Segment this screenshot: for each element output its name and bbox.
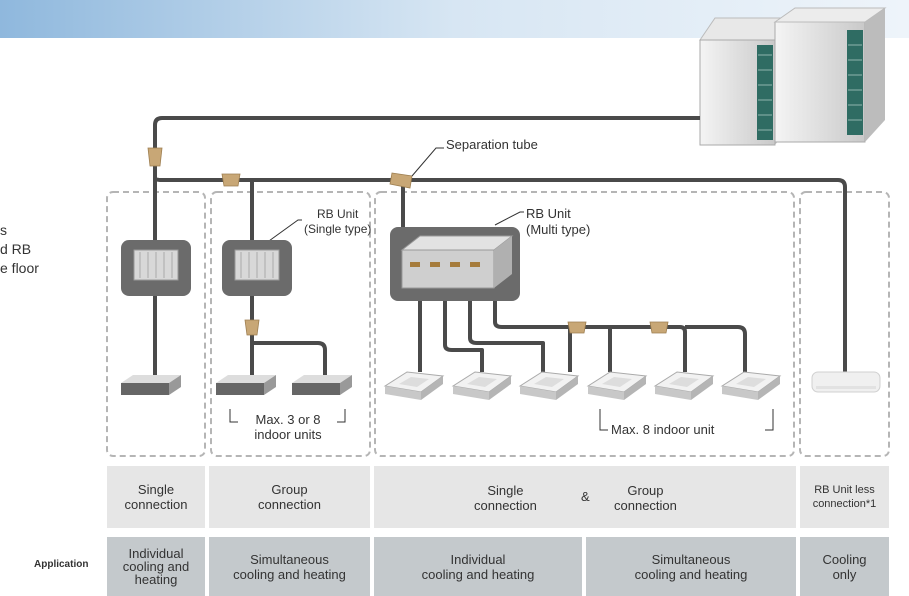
cassette-indoor-unit-icons [383,371,782,400]
ampersand: & [581,489,590,504]
combined-group-line1: Group [627,483,664,498]
max-group-label: Max. 3 or 8 indoor units [231,412,345,442]
app-col1-line1: Individual [128,546,184,561]
combined-group-line2: connection [614,498,677,513]
app-col4-line1: Simultaneous [651,551,731,567]
app-col4-line2: cooling and heating [634,566,748,582]
side-text-line1: s [0,222,7,238]
app-col3-line2: cooling and heating [421,566,535,582]
rb-unit-multi-label: RB Unit (Multi type) [526,206,590,238]
max-group-line1: Max. 3 or 8 [255,412,321,427]
rb-multi-line2: (Multi type) [526,222,591,237]
connection-single-line1: Single [137,482,175,497]
connection-group-line2: connection [258,497,321,512]
app-col5-line2: only [832,566,857,582]
connection-single-line2: connection [124,497,188,512]
app-col3-line1: Individual [450,551,506,567]
ducted-indoor-unit-icons [121,375,352,395]
app-col1-line2: cooling and [122,559,190,574]
rb-unit-single-icon [121,240,292,296]
connection-group-line1: Group [271,482,308,497]
app-col2-line2: cooling and heating [233,566,346,582]
rb-multi-line1: RB Unit [526,206,571,221]
app-col1-line3: heating [134,572,178,587]
outdoor-unit-icon [699,7,887,146]
application-row-label: Application [34,559,89,570]
separation-tube-label: Separation tube [446,137,538,152]
max-multi-label: Max. 8 indoor unit [611,422,715,437]
separation-tubes [147,147,669,336]
app-col5-line1: Cooling [822,551,867,567]
side-description: s d RB e floor [0,221,39,278]
wall-mounted-unit-icon [811,371,881,393]
leader-lines [229,147,774,431]
rb-less-line1: RB Unit less [814,484,875,496]
app-col2-line1: Simultaneous [250,551,329,567]
side-text-line2: d RB [0,241,32,257]
side-text-line3: e floor [0,260,39,276]
max-group-line2: indoor units [254,427,322,442]
rb-unit-single-label: RB Unit (Single type) [304,207,371,237]
connection-rb-less: RB Unit less connection*1 [800,466,889,528]
rb-less-line2: connection*1 [812,498,877,510]
rb-single-line2: (Single type) [304,222,372,236]
rb-unit-multi-icon [390,227,520,301]
combined-single-line2: connection [474,498,537,513]
combined-single-line1: Single [487,483,524,498]
rb-single-line1: RB Unit [317,207,359,221]
